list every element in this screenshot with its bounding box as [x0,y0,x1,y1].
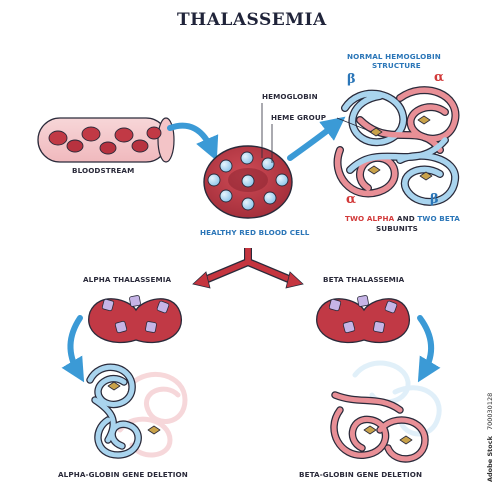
beta-symbol: β [430,192,439,207]
beta-deletion-tangle [330,360,442,463]
heme-group-pointer [336,117,373,133]
hemoglobin-bead [263,191,277,205]
defective-hemoglobin [328,298,342,312]
hemoglobin-bead [261,157,275,171]
arrow-to-hemoglobin [287,116,346,161]
hemoglobin-bead [241,174,255,188]
arrow-to-cell [167,122,219,161]
hemoglobin-bead [219,189,233,203]
vessel-cell [48,130,68,146]
defective-hemoglobin [373,321,385,333]
hemoglobin-label: HEMOGLOBIN [262,92,318,101]
hemoglobin-bead [207,173,221,187]
hemoglobin-bead [275,173,289,187]
arrow-alpha-down [61,315,85,383]
alpha-deletion-label: ALPHA-GLOBIN GENE DELETION [58,470,188,479]
page-title: THALASSEMIA [177,10,327,30]
vessel-cell [114,127,134,143]
branch-arrow-left-head [192,271,211,289]
healthy-cell-label: HEALTHY RED BLOOD CELL [200,228,310,237]
branch-arrow-right-head [285,271,304,289]
vessel-cell [81,126,101,142]
blood-vessel [37,117,175,163]
subunits-label-line1: TWO ALPHA AND TWO BETA [345,214,460,223]
beta-thalassemia-label: BETA THALASSEMIA [323,275,405,284]
defective-hemoglobin [101,298,115,312]
stock-brand: Adobe Stock [486,436,494,482]
normal-structure-label-line2: STRUCTURE [372,61,421,70]
alpha-symbol: α [434,70,445,85]
beta-thalassemia-cell [316,295,411,344]
heme-group-label: HEME GROUP [271,113,327,122]
alpha-deletion-tangle [86,363,188,459]
normal-hemoglobin-tangle [333,86,460,206]
vessel-cell [146,126,162,140]
defective-hemoglobin [156,300,170,314]
defective-hemoglobin [384,300,398,314]
beta-symbol: β [347,72,356,87]
vessel-cell [66,139,84,153]
alpha-symbol: α [346,192,357,207]
normal-structure-label-line1: NORMAL HEMOGLOBIN [347,52,441,61]
branch-arrows [192,248,304,289]
defective-hemoglobin [114,320,128,334]
bloodstream-label: BLOODSTREAM [72,166,135,175]
arrow-beta-down [417,315,441,383]
stock-id: 700030128 [486,392,494,430]
alpha-thalassemia-label: ALPHA THALASSEMIA [83,275,172,284]
hemoglobin-bead [241,197,255,211]
vessel-cell [99,141,117,155]
defective-hemoglobin [342,320,356,334]
vessel-cell [131,139,149,153]
hemoglobin-bead [219,159,233,173]
defective-hemoglobin [145,321,157,333]
defective-hemoglobin [129,295,141,307]
and-text: AND [396,214,415,223]
heme-groups [367,115,433,181]
subunits-label-line2: SUBUNITS [376,224,418,233]
defective-hemoglobin [357,295,369,307]
hemoglobin-bead [240,151,254,165]
beta-deletion-label: BETA-GLOBIN GENE DELETION [299,470,423,479]
healthy-red-blood-cell [203,145,293,219]
alpha-thalassemia-cell [88,295,183,344]
two-alpha-text: TWO ALPHA [345,214,395,223]
two-beta-text: TWO BETA [417,214,460,223]
